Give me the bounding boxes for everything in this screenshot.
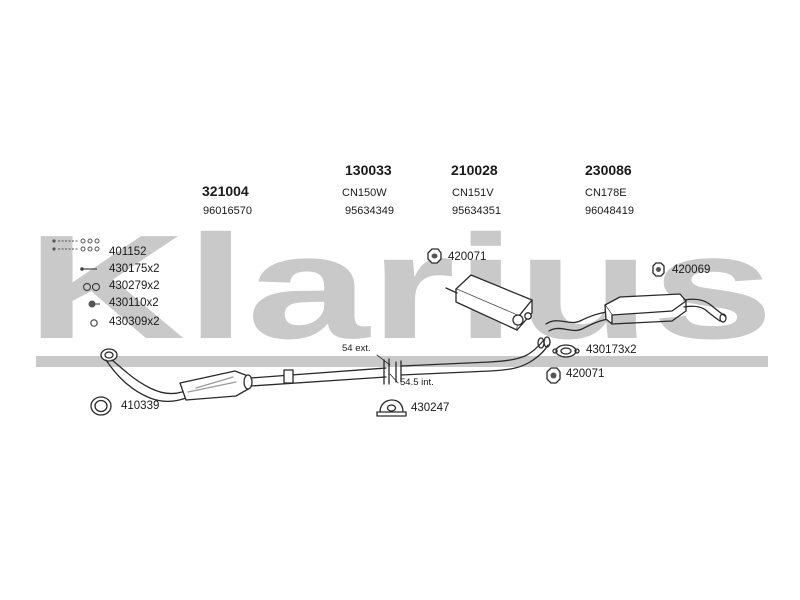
part-ref-230086: 96048419 (585, 205, 634, 217)
nut-icon (90, 319, 98, 327)
clamp-icon-center (376, 399, 407, 417)
part-code-210028: 210028 (451, 162, 498, 178)
part-ref-321004: 96016570 (203, 205, 252, 217)
callout-mount-right-upper: 420069 (672, 264, 711, 276)
fitting-label: 430110x2 (109, 297, 159, 309)
dimension-markers (376, 354, 399, 384)
fitting-label: 430279x2 (109, 280, 160, 292)
part-code-130033: 130033 (345, 162, 392, 178)
dimension-ext-label: 54 ext. (342, 343, 371, 354)
center-silencer (445, 274, 533, 331)
mount-icon-upper-center (427, 248, 442, 264)
front-pipe-catalyst (100, 348, 387, 403)
watermark-underline (36, 356, 768, 367)
rear-silencer (545, 293, 727, 332)
fitting-label: 401152 (109, 246, 147, 258)
callout-clamp-center: 430247 (411, 402, 450, 414)
callout-clamp-right: 430173x2 (586, 344, 637, 356)
fitting-label: 430309x2 (109, 316, 160, 328)
bolt-nut-set-icon (52, 238, 100, 252)
part-ref-130033: 95634349 (345, 205, 394, 217)
bolt-icon (88, 300, 100, 308)
callout-mount-right-lower: 420071 (566, 368, 605, 380)
part-type-130033: CN150W (342, 187, 387, 199)
mount-icon-upper-right (652, 262, 665, 277)
intermediate-pipe (383, 336, 551, 385)
part-code-321004: 321004 (202, 183, 249, 199)
callout-mount-center-upper: 420071 (448, 251, 487, 263)
callout-gasket: 410339 (121, 400, 160, 412)
part-code-230086: 230086 (585, 162, 632, 178)
part-type-230086: CN178E (585, 187, 627, 199)
watermark-text: Klarius (26, 205, 774, 370)
gasket-icon (90, 396, 112, 416)
fitting-label: 430175x2 (109, 263, 160, 275)
clamp-icon-right (552, 344, 580, 358)
dimension-int-label: 54.5 int. (400, 377, 434, 388)
part-type-210028: CN151V (452, 187, 494, 199)
mount-icon-lower-right (546, 367, 561, 384)
part-ref-210028: 95634351 (452, 205, 501, 217)
nut-washer-icon (82, 282, 101, 292)
stud-bolt-icon (80, 267, 97, 271)
